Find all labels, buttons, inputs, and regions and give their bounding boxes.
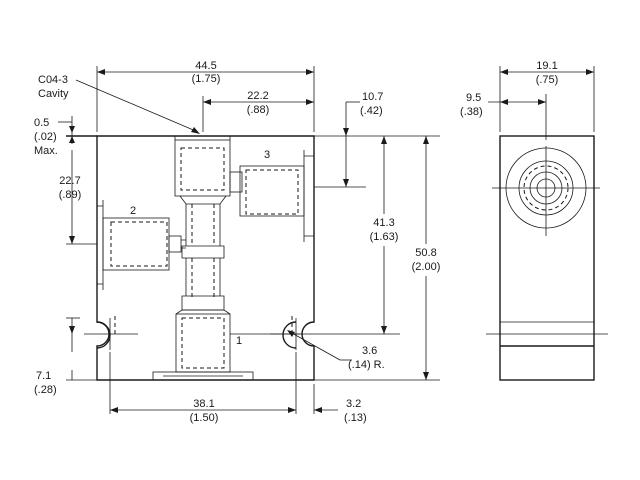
- dim-max-projection-mm: 0.5: [34, 117, 49, 129]
- dim-mount-radius-mm: 3.6: [362, 345, 377, 357]
- front-view: 3 2 1: [66, 135, 315, 381]
- dim-mount-spacing-mm: 38.1: [193, 398, 214, 410]
- dim-mount-edge-mm: 3.2: [346, 398, 361, 410]
- dim-side-width-mm: 19.1: [536, 60, 557, 72]
- port-3-label: 3: [264, 149, 270, 161]
- front-dimensions: 44.5 (1.75) C04-3 Cavity 22.2 (.88) 0.5 …: [34, 60, 448, 424]
- port-2-label: 2: [130, 205, 136, 217]
- dim-port1-height-mm: 41.3: [373, 217, 394, 229]
- dim-overall-height-mm: 50.8: [415, 247, 436, 259]
- cavity-label-2: Cavity: [38, 88, 69, 100]
- dim-max-projection-in: (.02): [34, 131, 57, 143]
- cartridge-cavity: [174, 136, 231, 205]
- cavity-label-1: C04-3: [38, 74, 68, 86]
- side-body-outline: [499, 135, 595, 381]
- dim-mount-hole-height-in: (.28): [34, 384, 57, 396]
- right-mount-notch: [282, 321, 297, 349]
- port-2: [97, 200, 186, 290]
- dim-overall-height-in: (2.00): [412, 261, 441, 273]
- side-view: [486, 135, 608, 381]
- dim-side-width-in: (.75): [536, 74, 559, 86]
- dim-side-center-mm: 9.5: [466, 92, 481, 104]
- dim-max-projection-note: Max.: [34, 145, 58, 157]
- port-1-label: 1: [236, 335, 242, 347]
- dim-mount-radius-in: (.14) R.: [348, 359, 385, 371]
- center-passage: [181, 204, 225, 311]
- port-3: [229, 150, 314, 242]
- side-dimensions: 19.1 (.75) 9.5 (.38): [460, 60, 595, 140]
- dim-overall-width-mm: 44.5: [195, 60, 216, 72]
- dim-side-center-in: (.38): [460, 106, 483, 118]
- dim-mount-edge-in: (.13): [344, 412, 367, 424]
- dim-mount-hole-height-mm: 7.1: [36, 370, 51, 382]
- dim-port2-height-mm: 22.7: [59, 175, 80, 187]
- dim-cavity-offset-mm: 22.2: [247, 90, 268, 102]
- dim-port2-height-in: (.89): [59, 189, 82, 201]
- port-1: [152, 309, 254, 381]
- dim-port1-height-in: (1.63): [370, 231, 399, 243]
- dim-mount-spacing-in: (1.50): [190, 412, 219, 424]
- dim-overall-width-in: (1.75): [192, 73, 221, 85]
- dim-cavity-offset-in: (.88): [247, 104, 270, 116]
- dim-port3-depth-in: (.42): [360, 105, 383, 117]
- dim-port3-depth-mm: 10.7: [362, 91, 383, 103]
